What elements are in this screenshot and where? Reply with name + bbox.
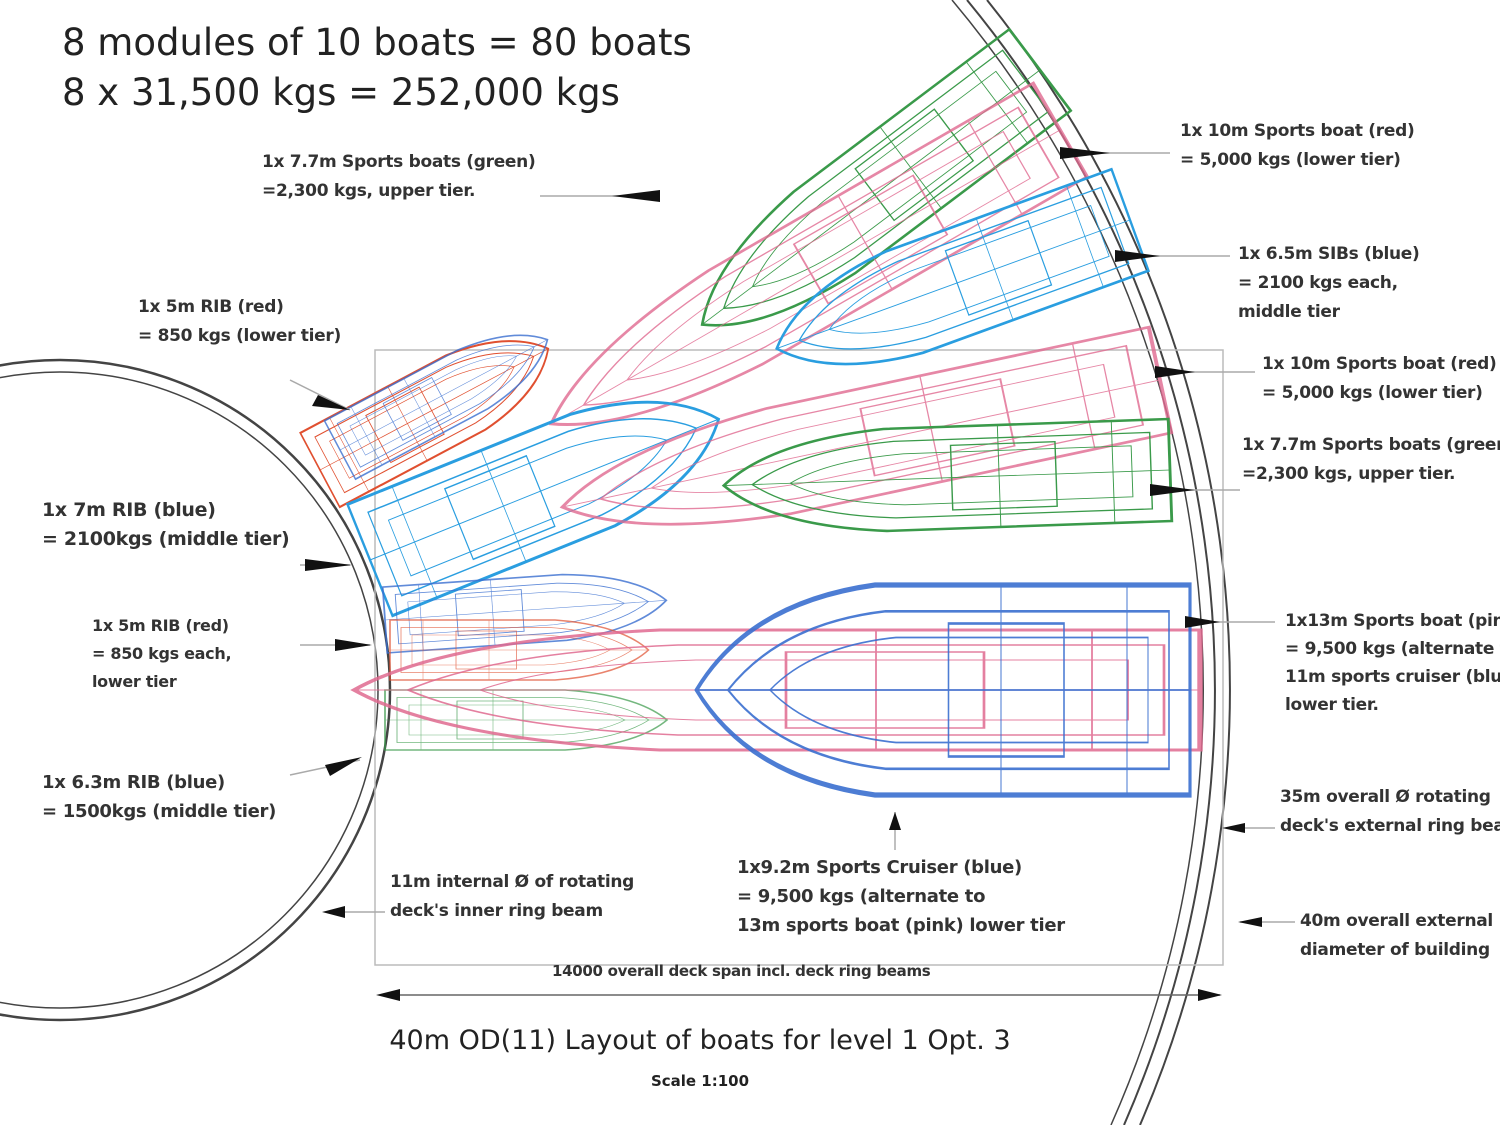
boat-blue-rib-7m — [346, 362, 743, 618]
label-cruiser: 1x9.2m Sports Cruiser (blue) = 9,500 kgs… — [737, 857, 1065, 936]
label-pink-13m: 1x13m Sports boat (pink) = 9,500 kgs (al… — [1285, 611, 1500, 715]
label-outer-ring: 35m overall Ø rotating deck's external r… — [1280, 787, 1500, 836]
drawing-caption: 40m OD(11) Layout of boats for level 1 O… — [389, 1025, 1011, 1056]
drawing-scale: Scale 1:100 — [650, 1072, 750, 1090]
boat-blue-rib-mid — [381, 566, 670, 654]
boat-green-upper-top — [670, 27, 1073, 367]
label-red-sports-mid: 1x 10m Sports boat (red) = 5,000 kgs (lo… — [1262, 354, 1497, 403]
label-deck-span: 14000 overall deck span incl. deck ring … — [552, 962, 931, 980]
label-red-rib-top: 1x 5m RIB (red) = 850 kgs (lower tier) — [138, 297, 341, 346]
boat-pink-10m — [522, 81, 1089, 473]
label-red-rib-mid: 1x 5m RIB (red) = 850 kgs each, lower ti… — [92, 616, 232, 691]
arrowheads — [305, 147, 1262, 1001]
boat-red-rib-mid — [389, 619, 650, 681]
label-building: 40m overall external diameter of buildin… — [1300, 911, 1493, 960]
boat-blue-rib-top — [323, 309, 564, 480]
title-line-2: 8 x 31,500 kgs = 252,000 kgs — [62, 71, 620, 114]
label-red-sports-top: 1x 10m Sports boat (red) = 5,000 kgs (lo… — [1180, 121, 1415, 170]
page-title: 8 modules of 10 boats = 80 boats 8 x 31,… — [62, 18, 692, 118]
label-blue-rib-7m: 1x 7m RIB (blue) = 2100kgs (middle tier) — [42, 499, 290, 550]
boat-green-upper-mid — [720, 417, 1174, 538]
deck-frame — [374, 349, 1224, 966]
label-green-upper-top: 1x 7.7m Sports boats (green) =2,300 kgs,… — [262, 152, 536, 201]
title-line-1: 8 modules of 10 boats = 80 boats — [62, 21, 692, 64]
boat-blue-cruiser — [697, 585, 1191, 795]
label-green-upper-mid: 1x 7.7m Sports boats (green) =2,300 kgs,… — [1242, 435, 1500, 484]
label-inner-ring: 11m internal Ø of rotating deck's inner … — [390, 872, 635, 921]
label-blue-rib-63: 1x 6.3m RIB (blue) = 1500kgs (middle tie… — [42, 772, 277, 822]
label-blue-sib: 1x 6.5m SIBs (blue) = 2100 kgs each, mid… — [1238, 244, 1420, 322]
